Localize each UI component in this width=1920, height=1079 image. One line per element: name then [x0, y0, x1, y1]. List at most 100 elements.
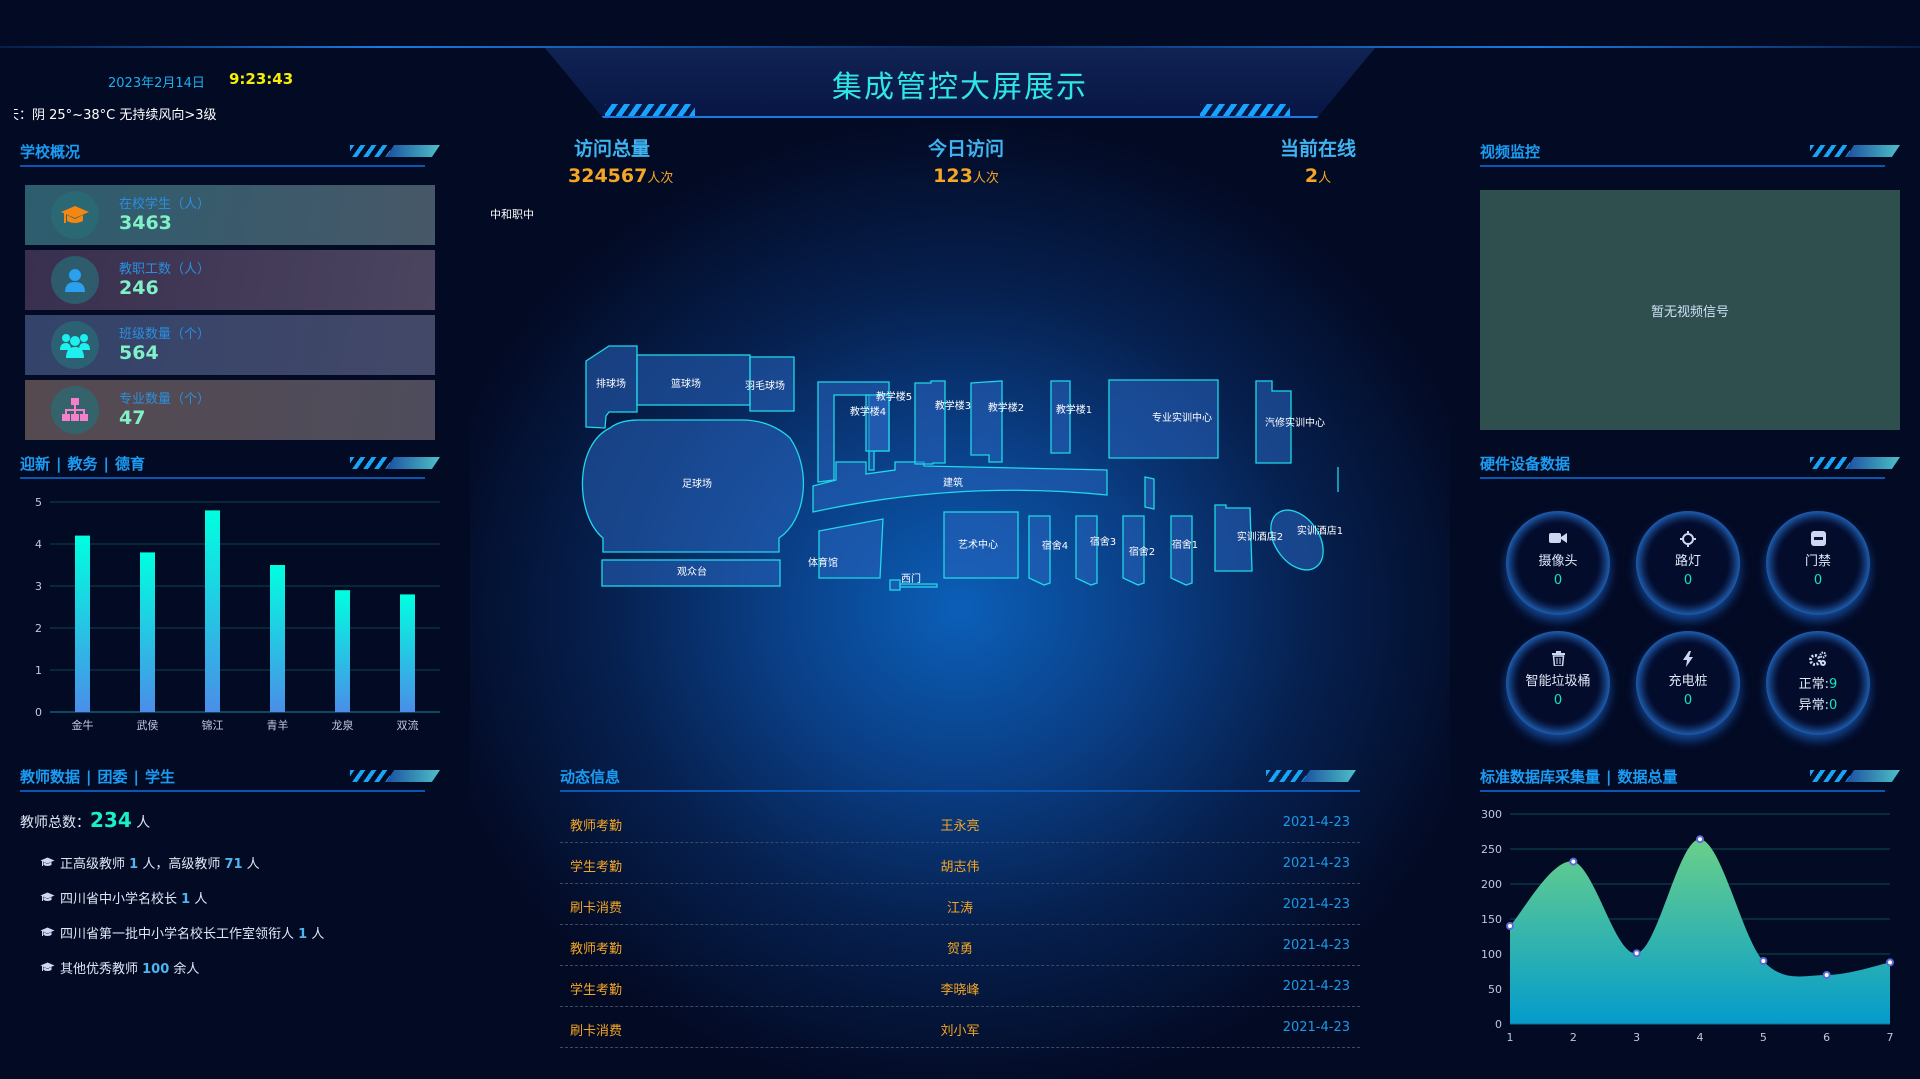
- x-tick-label: 青羊: [267, 718, 289, 732]
- teacher-count: 1: [181, 892, 191, 907]
- card-value: 246: [119, 277, 159, 299]
- map-building[interactable]: [1170, 515, 1193, 586]
- teacher-total-unit: 人: [136, 815, 151, 831]
- map-building[interactable]: [889, 579, 901, 591]
- bar: [75, 535, 90, 712]
- news-date: 2021-4-23: [1282, 938, 1350, 953]
- x-tick-label: 锦江: [202, 718, 224, 732]
- teacher-list-item: 四川省中小学名校长 1 人: [40, 888, 207, 907]
- teacher-total-value: 234: [90, 808, 132, 832]
- teacher-list-item: 正高级教师 1 人，高级教师 71 人: [40, 853, 260, 872]
- device-name: 路灯: [1674, 554, 1701, 569]
- map-label: 宿舍2: [1129, 545, 1155, 558]
- map-building[interactable]: [1050, 380, 1071, 454]
- map-label: 篮球场: [671, 377, 701, 390]
- news-date: 2021-4-23: [1282, 1020, 1350, 1035]
- teacher-text: 正高级教师: [60, 857, 130, 872]
- tab-yingxin[interactable]: 迎新: [20, 455, 51, 473]
- title-stripes-left: [605, 104, 695, 116]
- map-building[interactable]: [865, 394, 890, 452]
- news-row[interactable]: 教师考勤 贺勇 2021-4-23: [560, 925, 1360, 966]
- map-building[interactable]: [818, 518, 884, 579]
- header-decoration: [1266, 770, 1356, 782]
- map-building[interactable]: [943, 511, 1019, 579]
- x-tick-label: 3: [1633, 1031, 1640, 1044]
- tab-teacher-data[interactable]: 教师数据: [20, 768, 81, 786]
- door-access-icon: [1766, 531, 1870, 547]
- title-stripes-right: [1200, 104, 1290, 116]
- header-decoration: [1810, 145, 1900, 157]
- map-building[interactable]: [1214, 504, 1253, 572]
- device-count: 0: [1553, 573, 1563, 588]
- y-tick-label: 150: [1481, 913, 1502, 926]
- map-building[interactable]: [636, 354, 751, 406]
- news-row[interactable]: 教师考勤 王永亮 2021-4-23: [560, 802, 1360, 843]
- video-header: 视频监控: [1480, 141, 1900, 167]
- x-tick-label: 6: [1823, 1031, 1830, 1044]
- map-building[interactable]: [601, 559, 781, 587]
- map-building[interactable]: [1260, 500, 1334, 579]
- graduation-cap-icon: [40, 857, 55, 871]
- map-building[interactable]: [581, 419, 805, 553]
- map-building[interactable]: [1108, 379, 1219, 459]
- tab-students[interactable]: 学生: [145, 768, 176, 786]
- news-row[interactable]: 刷卡消费 江涛 2021-4-23: [560, 884, 1360, 925]
- map-building[interactable]: [1255, 380, 1292, 464]
- map-building[interactable]: [914, 380, 946, 465]
- map-building[interactable]: [899, 583, 938, 588]
- video-player[interactable]: 暂无视频信号: [1480, 190, 1900, 430]
- time: 9:23:43: [229, 70, 294, 88]
- map-label: 实训酒店1: [1297, 524, 1343, 537]
- tab-deyu[interactable]: 德育: [115, 455, 146, 473]
- weather-ticker: 天：阴 25°~38°C 无持续风向>3级: [14, 104, 434, 123]
- stat-card: 专业数量（个） 47: [25, 380, 435, 440]
- tab-data-total[interactable]: 数据总量: [1617, 768, 1678, 786]
- stat-unit: 人次: [647, 171, 674, 186]
- news-person: 江涛: [946, 901, 973, 916]
- gears-icon: [1766, 651, 1870, 667]
- device-count: 0: [1553, 693, 1563, 708]
- page-title: 集成管控大屏展示: [832, 70, 1088, 105]
- map-building[interactable]: [1075, 515, 1098, 586]
- y-tick-label: 0: [1495, 1018, 1502, 1031]
- map-label: 教学楼3: [935, 399, 971, 412]
- teacher-text: 人，高级教师: [138, 857, 225, 872]
- divider: [20, 790, 425, 792]
- map-building[interactable]: [1028, 515, 1051, 586]
- news-header: 动态信息: [560, 766, 1360, 792]
- map-building[interactable]: [1122, 515, 1145, 586]
- teacher-text: 四川省中小学名校长: [60, 892, 182, 907]
- device-tile[interactable]: 路灯 0: [1636, 511, 1740, 615]
- header-decoration: [350, 770, 440, 782]
- map-label: 西门: [901, 572, 921, 585]
- tab-standard-db[interactable]: 标准数据库采集量: [1480, 768, 1601, 786]
- y-tick-label: 1: [35, 664, 42, 677]
- trash-icon: [1506, 651, 1610, 667]
- map-building[interactable]: [970, 380, 1003, 463]
- map-building[interactable]: [749, 356, 795, 412]
- tab-league[interactable]: 团委: [97, 768, 128, 786]
- map-label: 艺术中心: [958, 538, 998, 551]
- map-building[interactable]: [585, 345, 638, 429]
- y-tick-label: 5: [35, 496, 42, 509]
- news-row[interactable]: 刷卡消费 刘小军 2021-4-23: [560, 1007, 1360, 1048]
- school-overview-header: 学校概况: [20, 141, 440, 167]
- news-row[interactable]: 学生考勤 李晓峰 2021-4-23: [560, 966, 1360, 1007]
- light-icon: [1636, 531, 1740, 547]
- tab-jiaowu[interactable]: 教务: [67, 455, 98, 473]
- divider: [1480, 477, 1885, 479]
- map-building[interactable]: [1144, 476, 1155, 510]
- stat-unit: 人次: [972, 171, 999, 186]
- map-label: 羽毛球场: [745, 379, 785, 392]
- graduation-cap-icon: [40, 892, 55, 906]
- device-count: 0: [1683, 573, 1693, 588]
- map-label: 教学楼4: [850, 405, 886, 418]
- news-row[interactable]: 学生考勤 胡志伟 2021-4-23: [560, 843, 1360, 884]
- map-building[interactable]: [812, 461, 1108, 513]
- map-label: 观众台: [677, 565, 707, 578]
